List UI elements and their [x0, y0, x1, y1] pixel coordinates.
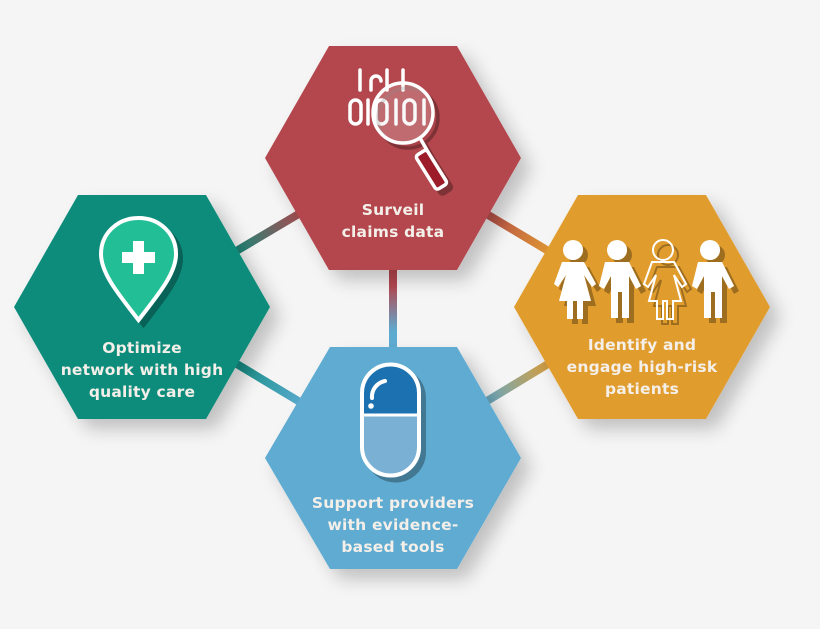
- label-line: engage high-risk: [566, 358, 718, 376]
- label-line: patients: [604, 380, 680, 398]
- label-line: with evidence-: [327, 516, 459, 534]
- map-pin-plus-icon: [98, 215, 179, 324]
- label-line: Optimize: [102, 339, 182, 357]
- label-optimize: Optimize network with high quality care: [32, 337, 252, 403]
- label-line: based tools: [341, 538, 445, 556]
- pill-capsule-icon: [360, 362, 421, 478]
- label-line: Identify and: [587, 336, 697, 354]
- label-surveil: Surveil claims data: [283, 199, 503, 243]
- label-line: network with high: [60, 361, 224, 379]
- person-icon-4: [692, 240, 734, 318]
- person-icon-3: [642, 239, 688, 320]
- hexagon-surveil: [265, 46, 521, 270]
- label-support: Support providers with evidence- based t…: [283, 492, 503, 558]
- label-line: claims data: [341, 223, 445, 241]
- label-identify: Identify and engage high-risk patients: [532, 334, 752, 400]
- label-line: quality care: [88, 383, 196, 401]
- person-icon-2: [599, 240, 641, 318]
- person-icon-1: [554, 240, 596, 319]
- binary-magnifier-icon: [348, 68, 449, 191]
- people-group-icon: [554, 239, 734, 320]
- label-line: Support providers: [311, 494, 475, 512]
- label-line: Surveil: [361, 201, 425, 219]
